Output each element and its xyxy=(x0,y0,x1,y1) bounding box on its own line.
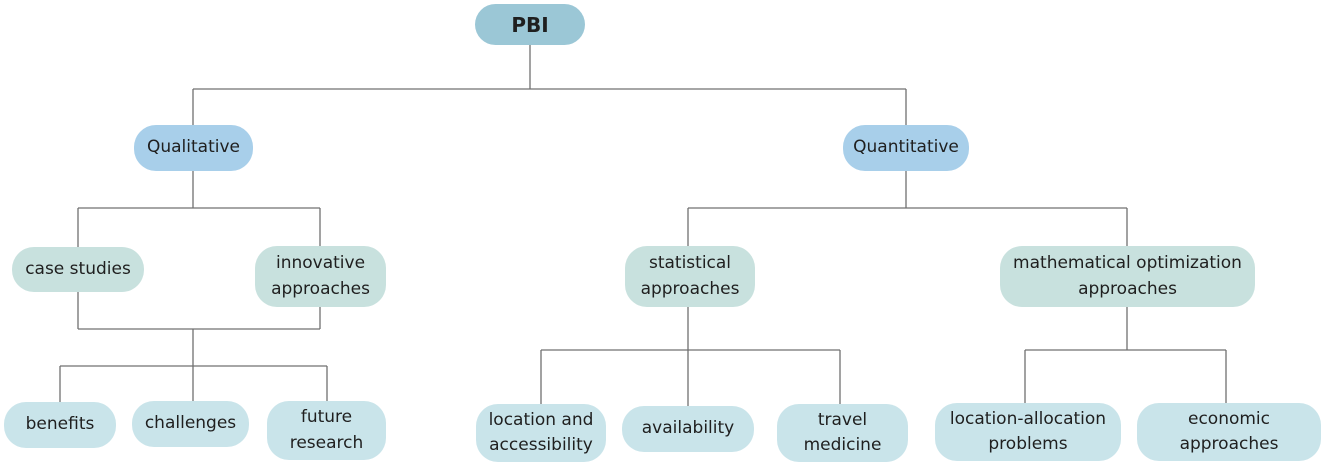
node-statistical-approaches: statistical approaches xyxy=(625,246,755,307)
node-mathematical-optimization-approaches: mathematical optimization approaches xyxy=(1000,246,1255,307)
node-pbi: PBI xyxy=(475,4,585,45)
node-future-research: future research xyxy=(267,401,386,460)
node-benefits: benefits xyxy=(4,402,116,448)
node-economic-approaches: economic approaches xyxy=(1137,403,1321,461)
node-travel-medicine: travel medicine xyxy=(777,404,908,462)
node-location-and-accessibility: location and accessibility xyxy=(476,404,606,462)
node-case-studies: case studies xyxy=(12,247,144,292)
node-qualitative: Qualitative xyxy=(134,125,253,171)
node-location-allocation-problems: location-allocation problems xyxy=(935,403,1121,461)
node-availability: availability xyxy=(622,406,754,452)
node-innovative-approaches: innovative approaches xyxy=(255,246,386,307)
node-quantitative: Quantitative xyxy=(843,125,969,171)
node-challenges: challenges xyxy=(132,401,249,447)
